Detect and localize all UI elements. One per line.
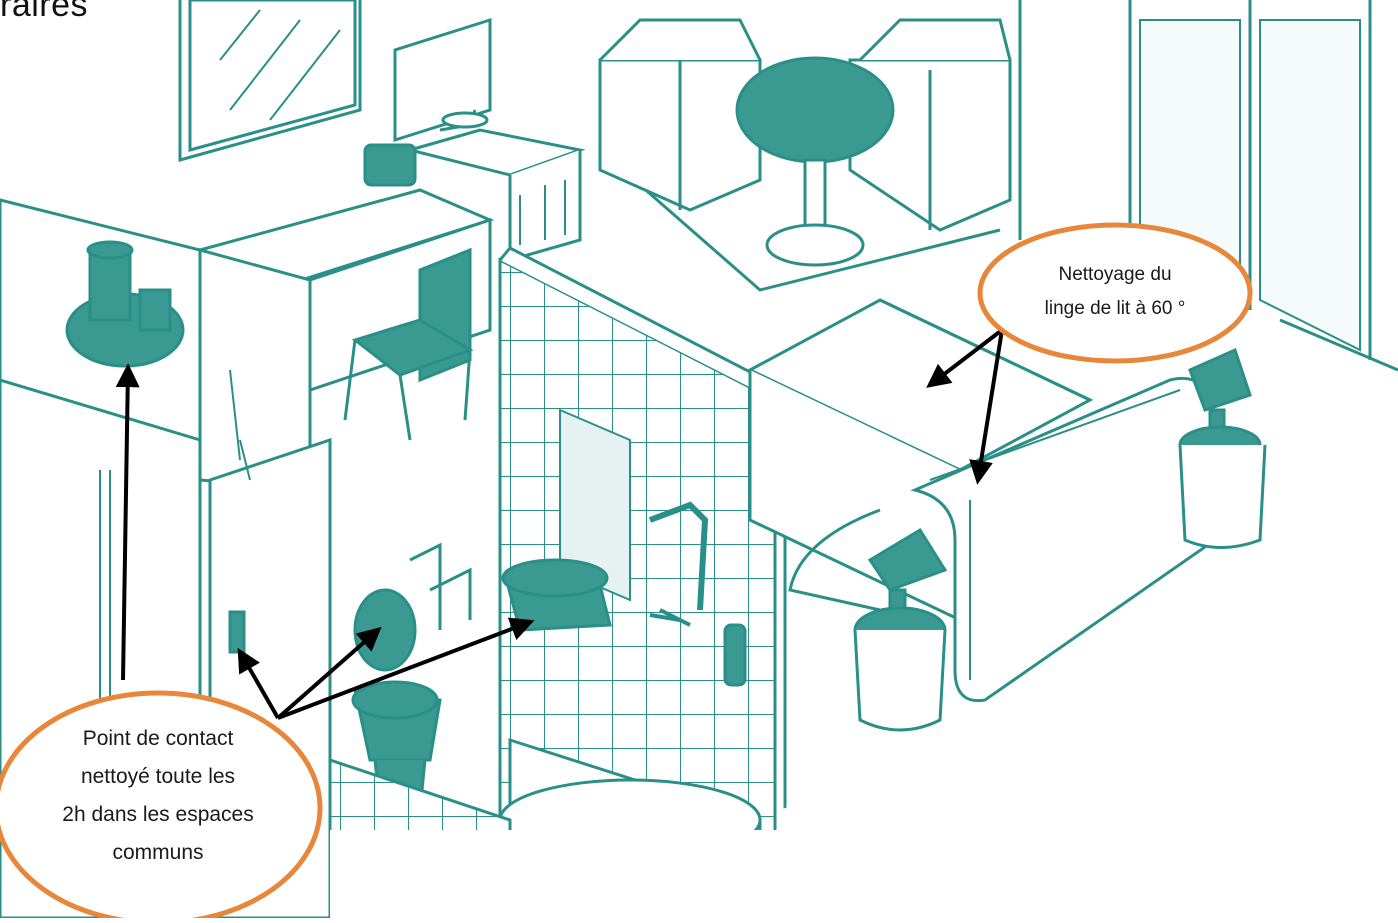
page-title-fragment: raires bbox=[0, 0, 88, 25]
callout-contact-points-text: Point de contact nettoyé toute les 2h da… bbox=[30, 720, 286, 872]
callout-bed-linen-text: Nettoyage du linge de lit à 60 ° bbox=[990, 258, 1240, 326]
bathroom-partition bbox=[500, 248, 785, 918]
